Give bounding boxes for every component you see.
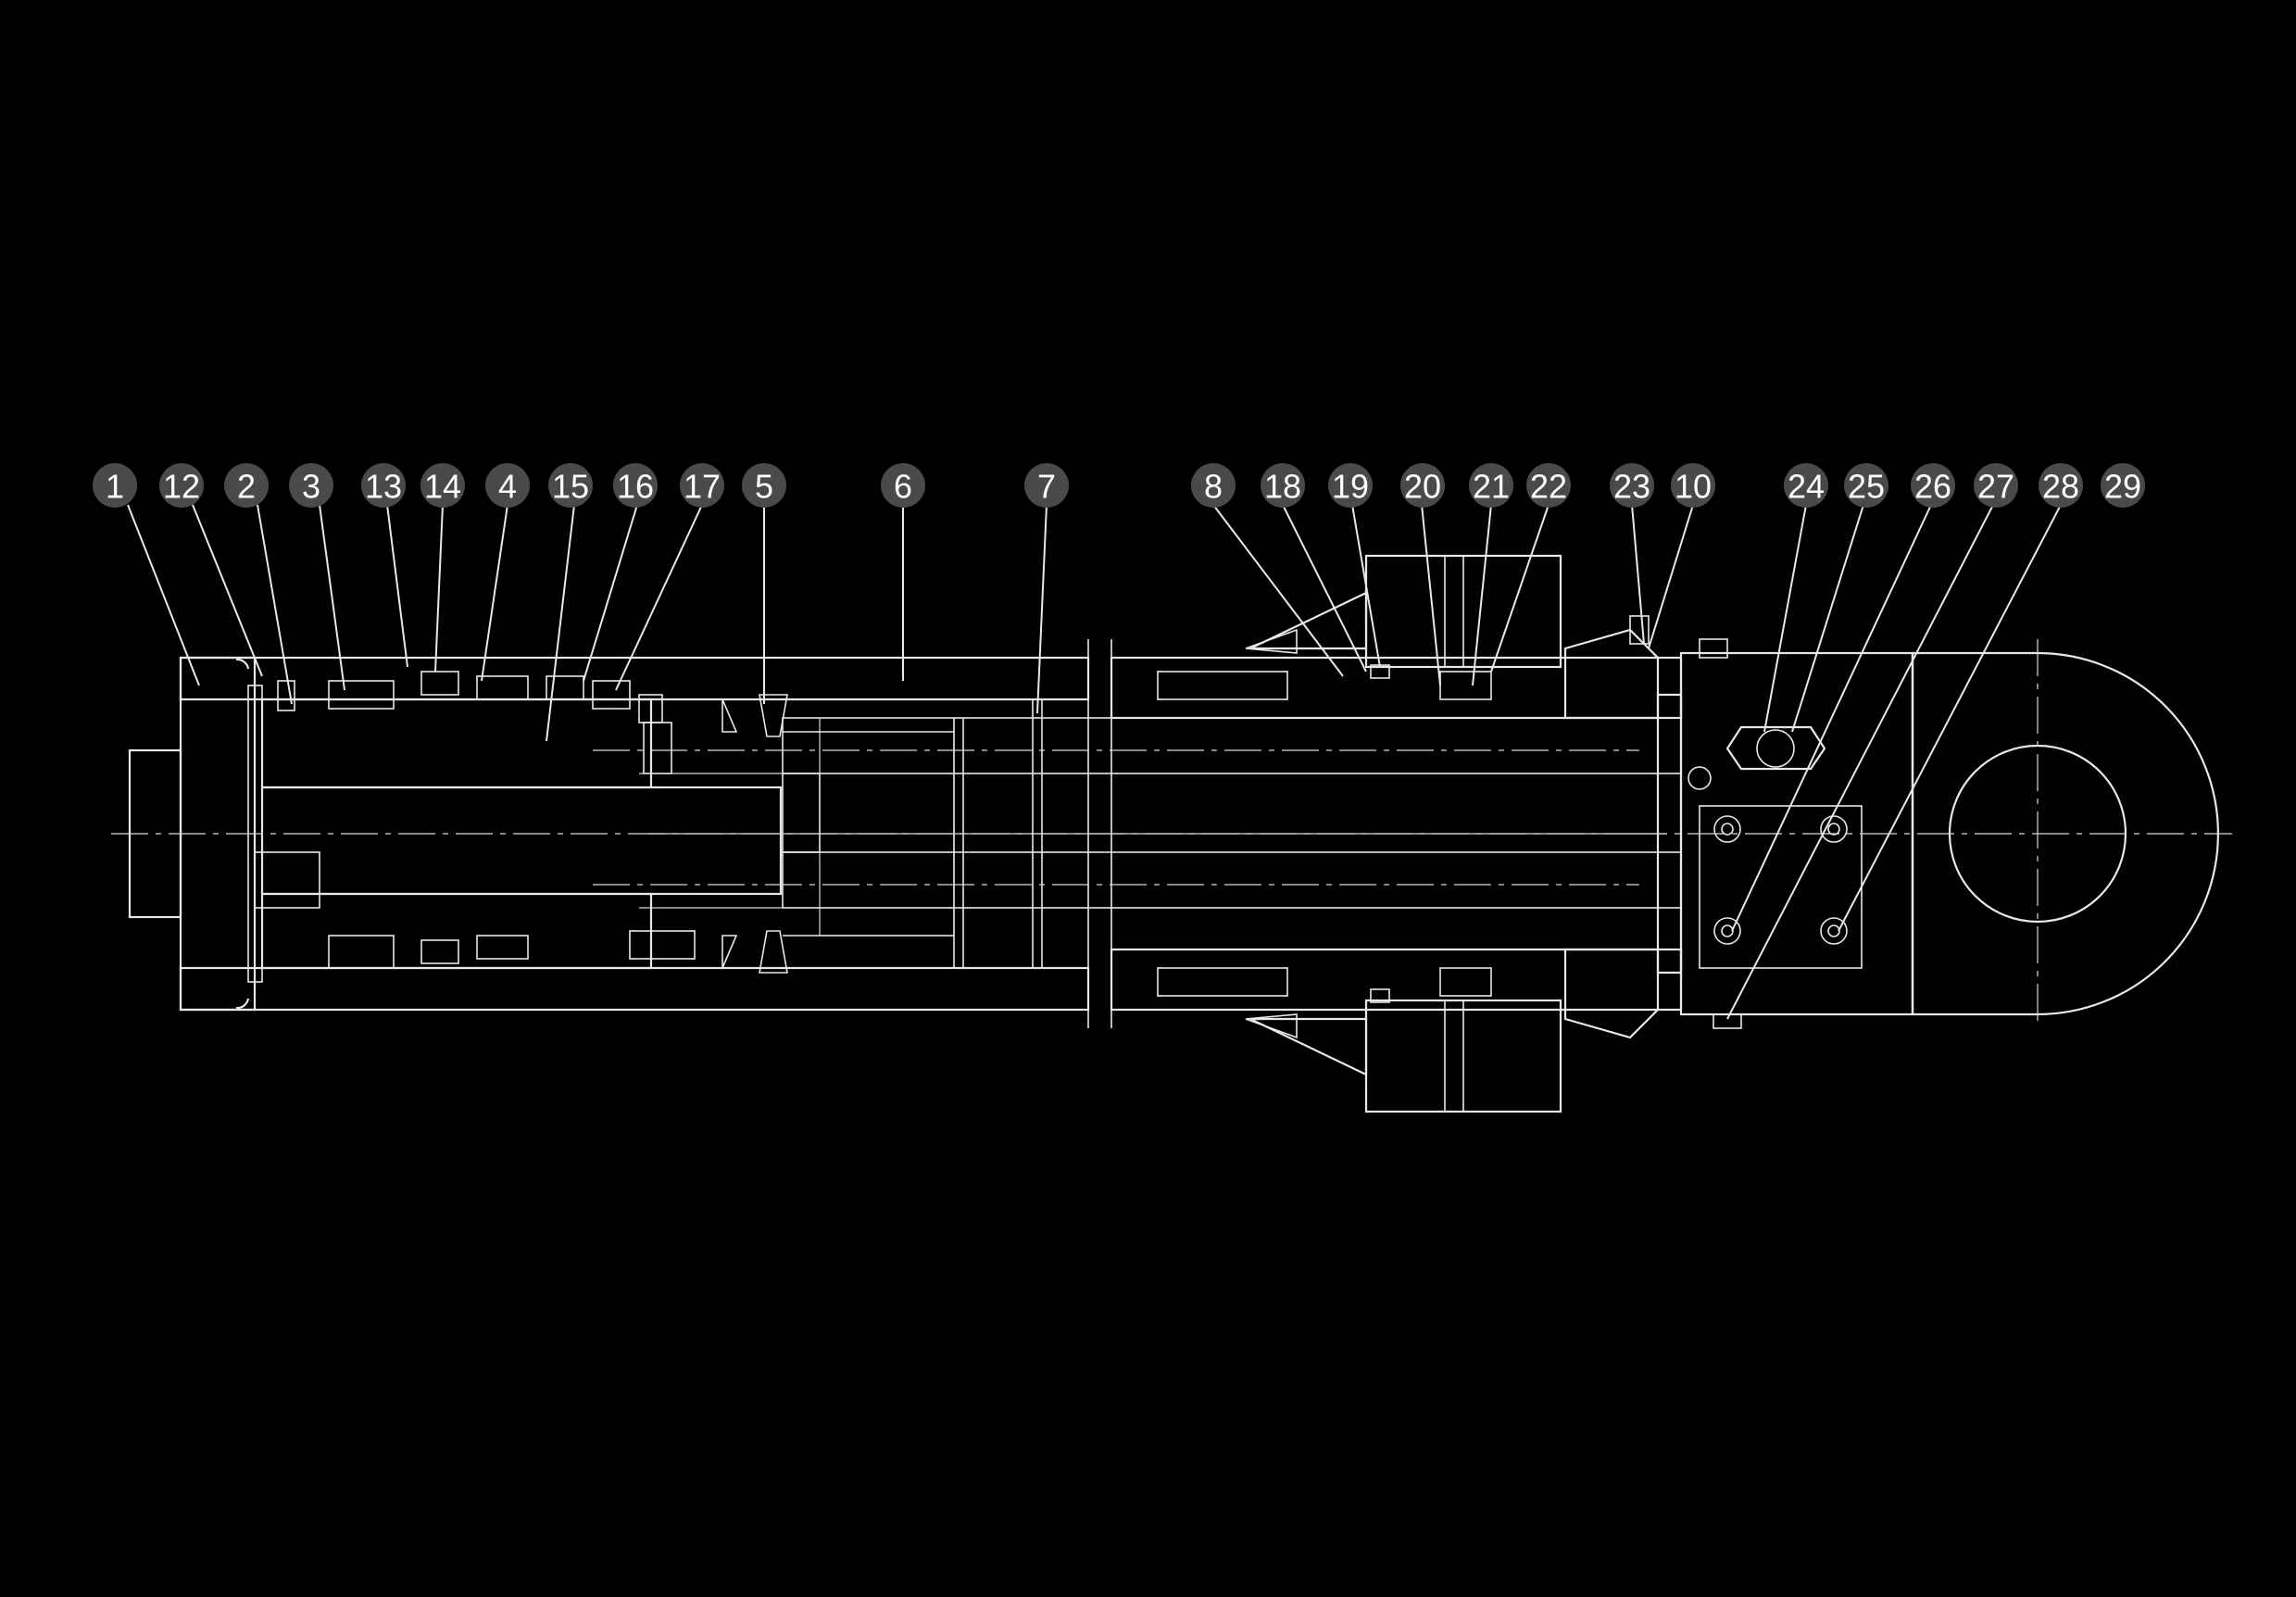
upper-piston-block bbox=[260, 698, 653, 789]
callout-13: 13 bbox=[361, 463, 406, 508]
callout-22: 22 bbox=[1526, 463, 1571, 508]
callout-19: 19 bbox=[1328, 463, 1373, 508]
wiper-upper bbox=[1245, 628, 1298, 654]
svg-text:16: 16 bbox=[617, 468, 654, 506]
seal-upper bbox=[759, 694, 788, 737]
hex-fitting bbox=[1725, 725, 1826, 771]
svg-text:21: 21 bbox=[1473, 468, 1510, 506]
svg-text:18: 18 bbox=[1264, 468, 1301, 506]
rod-end-nut-upper bbox=[1563, 628, 1660, 720]
svg-text:1: 1 bbox=[106, 468, 124, 506]
bolt-upper bbox=[277, 680, 295, 711]
callout-28: 28 bbox=[2039, 463, 2083, 508]
callout-26: 26 bbox=[1911, 463, 1955, 508]
callout-5: 5 bbox=[742, 463, 786, 508]
callout-16: 16 bbox=[613, 463, 658, 508]
svg-text:2: 2 bbox=[237, 468, 256, 506]
callout-4: 4 bbox=[485, 463, 530, 508]
svg-text:14: 14 bbox=[424, 468, 461, 506]
callout-23: 23 bbox=[1610, 463, 1654, 508]
svg-text:13: 13 bbox=[365, 468, 402, 506]
seal-lower bbox=[759, 930, 788, 974]
svg-text:29: 29 bbox=[2104, 468, 2141, 506]
callout-14: 14 bbox=[420, 463, 465, 508]
svg-text:17: 17 bbox=[684, 468, 721, 506]
svg-text:4: 4 bbox=[498, 468, 517, 506]
callout-7: 7 bbox=[1024, 463, 1069, 508]
svg-text:3: 3 bbox=[302, 468, 320, 506]
leader-lines bbox=[127, 504, 2062, 1020]
callout-20: 20 bbox=[1400, 463, 1445, 508]
callout-21: 21 bbox=[1469, 463, 1513, 508]
svg-text:23: 23 bbox=[1613, 468, 1650, 506]
callout-1: 1 bbox=[93, 463, 137, 508]
svg-text:19: 19 bbox=[1332, 468, 1369, 506]
svg-text:28: 28 bbox=[2042, 468, 2079, 506]
svg-text:25: 25 bbox=[1848, 468, 1885, 506]
rod-end-nut-lower bbox=[1563, 948, 1660, 1039]
svg-text:5: 5 bbox=[755, 468, 773, 506]
callout-3: 3 bbox=[289, 463, 333, 508]
svg-text:6: 6 bbox=[894, 468, 912, 506]
callout-12: 12 bbox=[159, 463, 204, 508]
lower-barrel-wall-left bbox=[179, 966, 1090, 1012]
svg-text:20: 20 bbox=[1404, 468, 1441, 506]
inner-tube-lower bbox=[782, 851, 1682, 909]
rod-eye bbox=[1911, 651, 2220, 1016]
callouts: 1 12 2 3 13 14 4 15 16 17 5 6 7 8 18 19 … bbox=[93, 463, 2145, 508]
svg-text:27: 27 bbox=[1977, 468, 2014, 506]
svg-text:22: 22 bbox=[1530, 468, 1567, 506]
callout-15: 15 bbox=[548, 463, 593, 508]
callout-29: 29 bbox=[2101, 463, 2145, 508]
svg-text:15: 15 bbox=[552, 468, 589, 506]
lower-piston-block bbox=[260, 892, 653, 970]
svg-text:8: 8 bbox=[1204, 468, 1223, 506]
callout-24: 24 bbox=[1784, 463, 1828, 508]
lock-screw bbox=[1629, 615, 1650, 645]
callout-17: 17 bbox=[680, 463, 724, 508]
svg-text:24: 24 bbox=[1788, 468, 1825, 506]
wiper-lower bbox=[1245, 1013, 1298, 1039]
callout-27: 27 bbox=[1974, 463, 2018, 508]
piston-core bbox=[260, 786, 783, 896]
callout-2: 2 bbox=[224, 463, 269, 508]
inner-tube-upper bbox=[782, 717, 1682, 774]
callout-6: 6 bbox=[881, 463, 925, 508]
svg-text:26: 26 bbox=[1914, 468, 1951, 506]
callout-8: 8 bbox=[1191, 463, 1236, 508]
svg-text:10: 10 bbox=[1675, 468, 1712, 506]
svg-text:7: 7 bbox=[1037, 468, 1056, 506]
svg-text:12: 12 bbox=[163, 468, 200, 506]
callout-10: 10 bbox=[1671, 463, 1715, 508]
o-ring-lower bbox=[1370, 988, 1390, 1003]
upper-barrel-wall-left bbox=[179, 656, 1090, 701]
callout-18: 18 bbox=[1261, 463, 1305, 508]
cylinder-body bbox=[111, 554, 2232, 1113]
callout-25: 25 bbox=[1844, 463, 1888, 508]
